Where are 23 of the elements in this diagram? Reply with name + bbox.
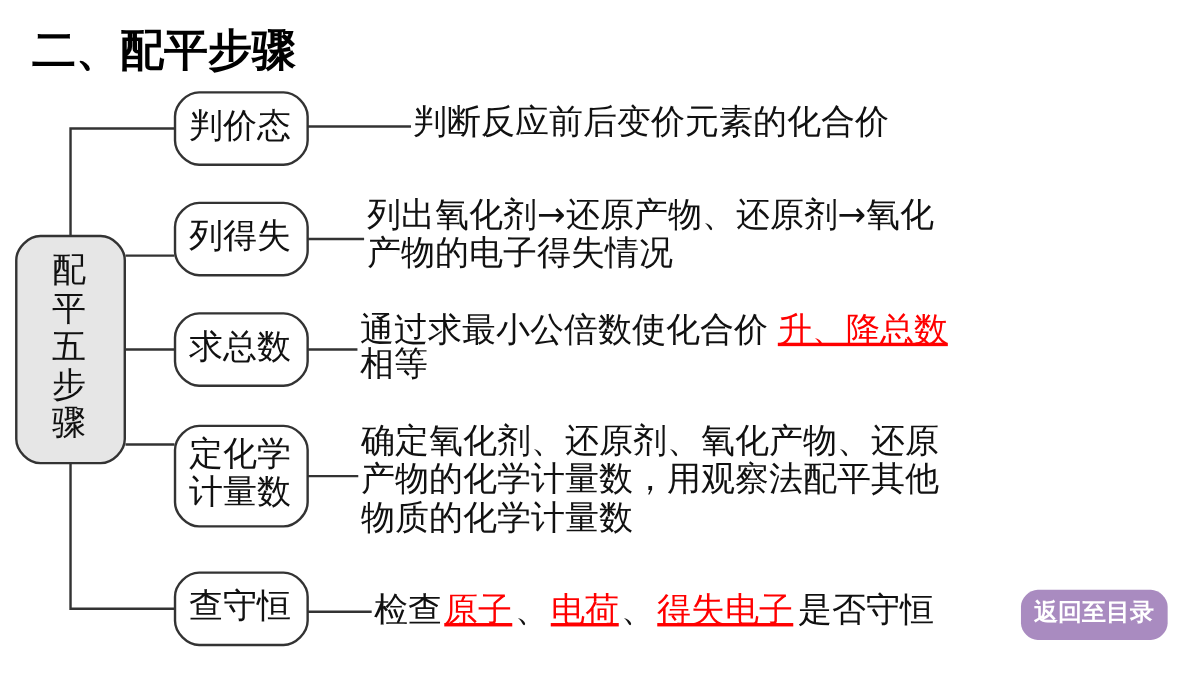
node-text: 通过求最小公倍数使化合价 升、降总数 相等: [359, 308, 948, 383]
connector: [308, 610, 372, 613]
node-box: 配平五步骤: [15, 234, 126, 465]
node-text: 确定氧化剂、还原剂、氧化产物、还原产物的化学计量数，用观察法配平其他物质的化学计量数: [360, 420, 939, 537]
connector: [308, 237, 365, 241]
node-text: 列出氧化剂→还原产物、还原剂→氧化产物的电子得失情况: [366, 194, 935, 273]
node-text: 检查原子、电荷、得失电子是否守恒: [373, 589, 934, 630]
label: 返回至目录: [1034, 598, 1155, 627]
connector: [125, 348, 175, 351]
node-box: 查守恒: [173, 571, 309, 647]
node-box: 求总数: [173, 312, 309, 387]
diagram-title: 二、配平步骤: [32, 24, 297, 76]
connector: [308, 348, 358, 351]
node-box: 判价态: [173, 91, 309, 166]
connector: [69, 127, 175, 236]
connector: [125, 254, 175, 257]
connector: [69, 463, 175, 610]
connector: [125, 443, 175, 446]
connector: [308, 125, 411, 128]
node-box: 定化学计量数: [173, 424, 309, 528]
node-box: 列得失: [173, 201, 309, 277]
node-text: 判断反应前后变价元素的化合价: [413, 100, 890, 141]
connector: [308, 474, 359, 478]
